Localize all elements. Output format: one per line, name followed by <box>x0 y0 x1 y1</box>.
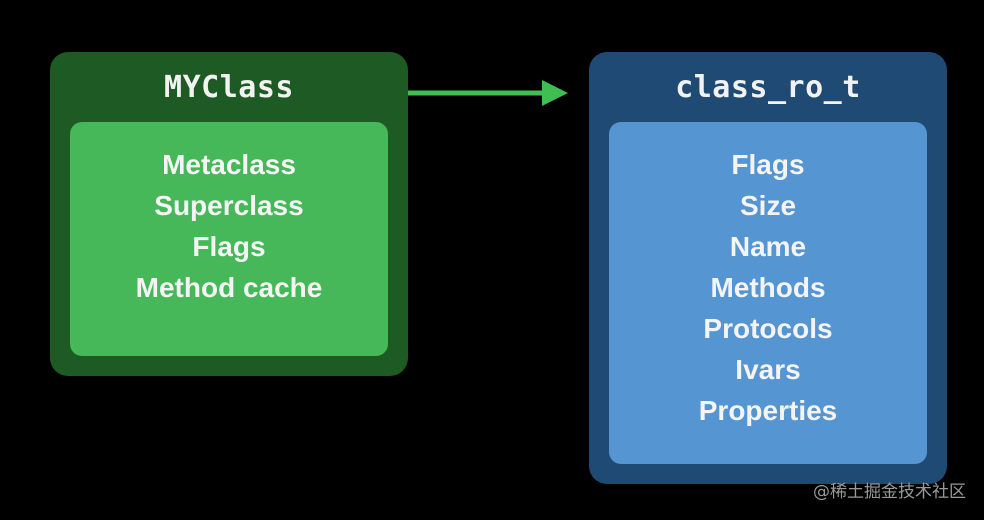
class-ro-t-fields: Flags Size Name Methods Protocols Ivars … <box>609 122 927 464</box>
class-ro-t-box: class_ro_t Flags Size Name Methods Proto… <box>589 52 947 484</box>
class-ro-t-field: Properties <box>698 395 838 426</box>
myclass-fields: Metaclass Superclass Flags Method cache <box>70 122 388 356</box>
class-ro-t-field: Size <box>739 190 797 221</box>
myclass-box: MYClass Metaclass Superclass Flags Metho… <box>50 52 408 376</box>
arrow-connector <box>408 80 568 106</box>
class-ro-t-field: Name <box>729 231 807 262</box>
myclass-field: Superclass <box>154 190 304 221</box>
myclass-field: Method cache <box>135 272 323 303</box>
class-ro-t-field: Protocols <box>703 313 833 344</box>
class-ro-t-field: Ivars <box>735 354 801 385</box>
arrow-head-icon <box>542 80 568 106</box>
myclass-title: MYClass <box>164 70 294 105</box>
class-ro-t-field: Flags <box>731 149 805 180</box>
class-ro-t-field: Methods <box>710 272 826 303</box>
watermark-text: @稀土掘金技术社区 <box>813 482 966 502</box>
myclass-field: Flags <box>192 231 266 262</box>
myclass-field: Metaclass <box>162 149 296 180</box>
class-ro-t-title: class_ro_t <box>675 70 861 105</box>
